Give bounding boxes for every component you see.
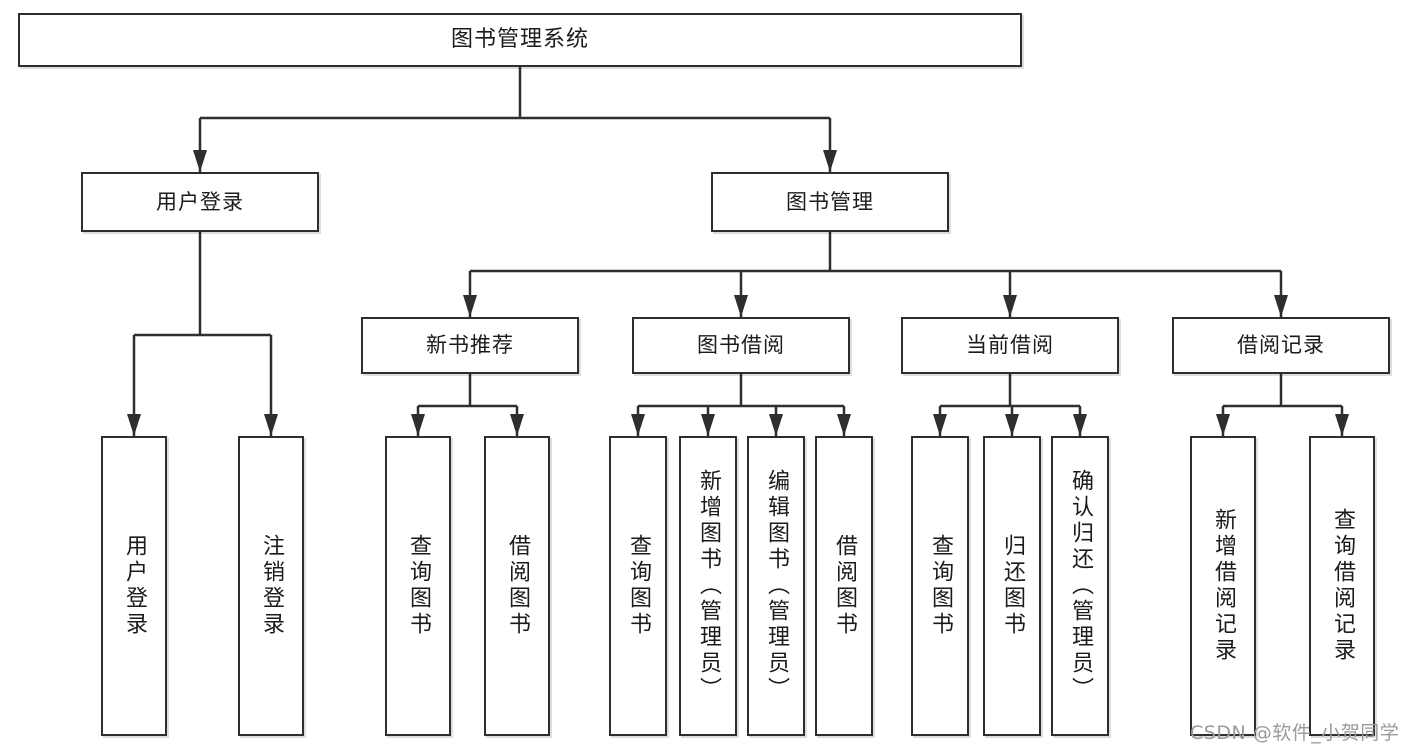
node-current[interactable]: 当前借阅 xyxy=(901,317,1119,374)
node-borrow[interactable]: 图书借阅 xyxy=(632,317,850,374)
node-label: 新增图书（管理员） xyxy=(696,469,721,703)
node-leaf9[interactable]: 查询图书 xyxy=(911,436,969,736)
node-leaf13[interactable]: 查询借阅记录 xyxy=(1309,436,1375,736)
node-leaf3[interactable]: 查询图书 xyxy=(385,436,451,736)
node-leaf4[interactable]: 借阅图书 xyxy=(484,436,550,736)
node-label: 注销登录 xyxy=(259,534,284,638)
node-label: 图书借阅 xyxy=(697,333,785,358)
node-label: 图书管理 xyxy=(786,189,874,214)
node-root[interactable]: 图书管理系统 xyxy=(18,13,1022,67)
node-label: 查询图书 xyxy=(928,534,953,638)
node-label: 查询图书 xyxy=(406,534,431,638)
node-label: 查询借阅记录 xyxy=(1330,508,1355,664)
node-label: 归还图书 xyxy=(1000,534,1025,638)
watermark: CSDN @软件_小贺同学 xyxy=(1190,722,1400,744)
node-label: 用户登录 xyxy=(122,534,147,638)
node-label: 借阅记录 xyxy=(1237,333,1325,358)
node-label: 当前借阅 xyxy=(966,333,1054,358)
node-label: 确认归还（管理员） xyxy=(1068,469,1093,703)
node-records[interactable]: 借阅记录 xyxy=(1172,317,1390,374)
node-label: 新增借阅记录 xyxy=(1211,508,1236,664)
node-leaf1[interactable]: 用户登录 xyxy=(101,436,167,736)
node-leaf6[interactable]: 新增图书（管理员） xyxy=(679,436,737,736)
node-label: 新书推荐 xyxy=(426,333,514,358)
node-label: 查询图书 xyxy=(626,534,651,638)
node-label: 图书管理系统 xyxy=(450,27,589,53)
node-leaf7[interactable]: 编辑图书（管理员） xyxy=(747,436,805,736)
node-leaf2[interactable]: 注销登录 xyxy=(238,436,304,736)
node-leaf12[interactable]: 新增借阅记录 xyxy=(1190,436,1256,736)
node-newbook[interactable]: 新书推荐 xyxy=(361,317,579,374)
node-label: 借阅图书 xyxy=(505,534,530,638)
node-leaf10[interactable]: 归还图书 xyxy=(983,436,1041,736)
node-login[interactable]: 用户登录 xyxy=(81,172,319,232)
node-label: 借阅图书 xyxy=(832,534,857,638)
node-bookmgmt[interactable]: 图书管理 xyxy=(711,172,949,232)
node-leaf8[interactable]: 借阅图书 xyxy=(815,436,873,736)
node-leaf5[interactable]: 查询图书 xyxy=(609,436,667,736)
node-label: 编辑图书（管理员） xyxy=(764,469,789,703)
node-leaf11[interactable]: 确认归还（管理员） xyxy=(1051,436,1109,736)
node-label: 用户登录 xyxy=(156,189,244,214)
